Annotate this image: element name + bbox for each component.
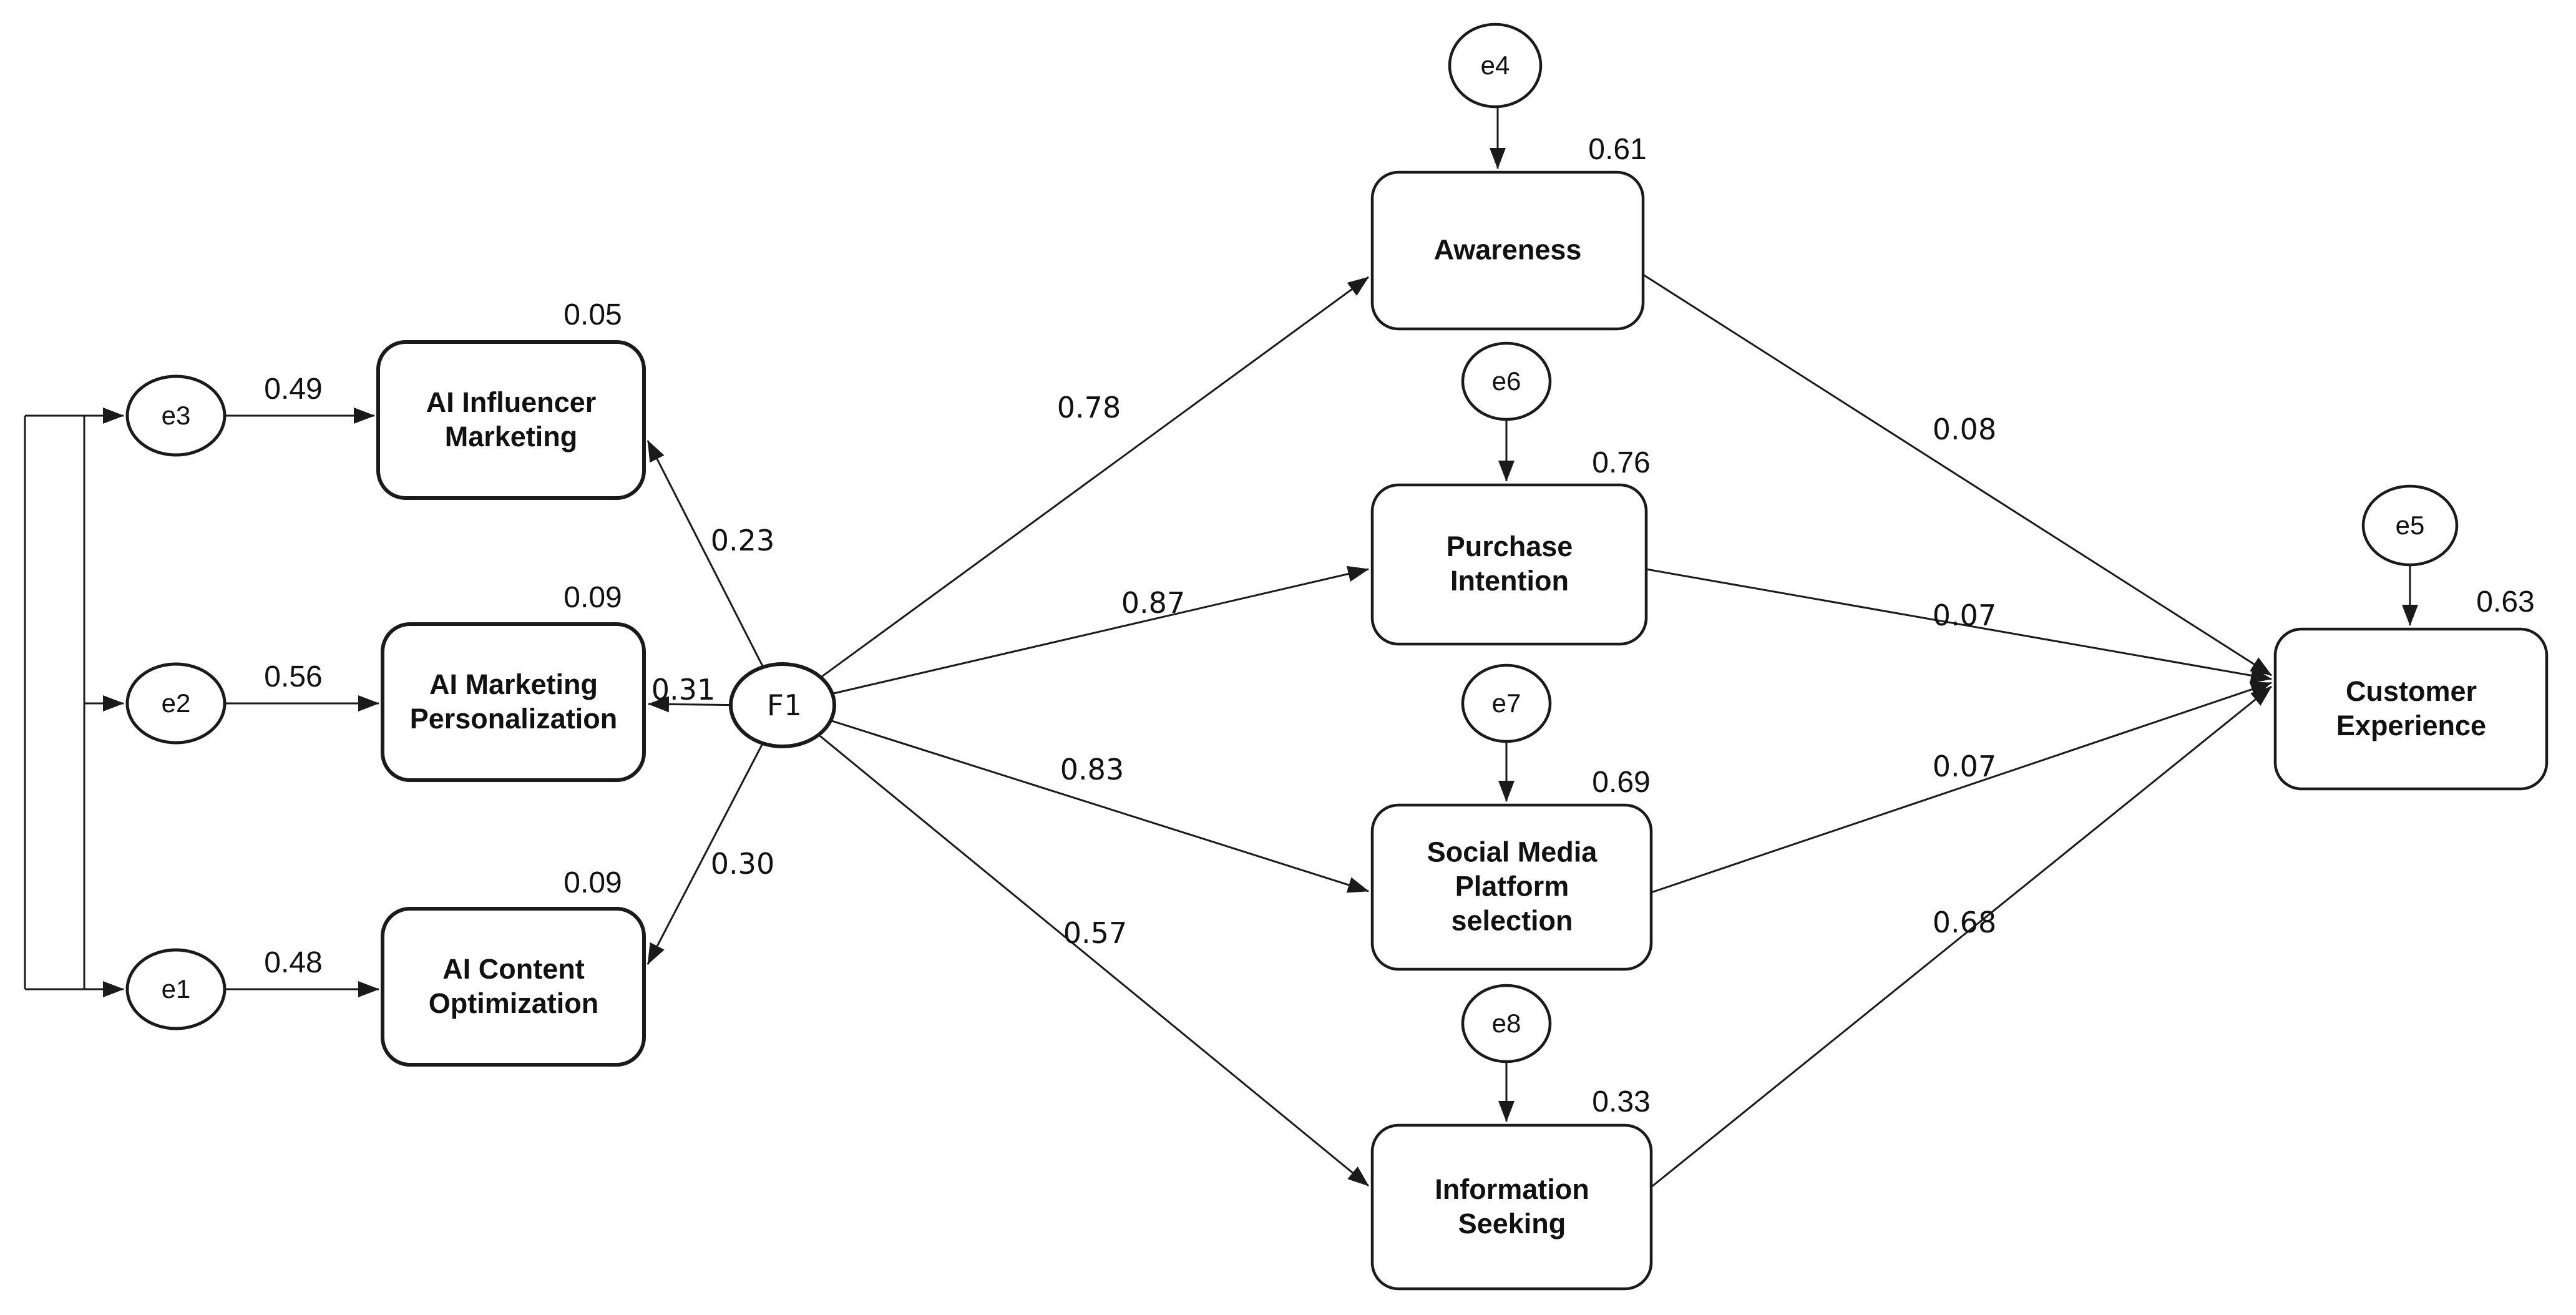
value-ai-influencer-marketing: 0.05 [564,298,622,331]
edge-purchase-intention-to-customer-experience [1646,568,2272,684]
node-e1-circle [125,948,227,1030]
node-label-ai-content-optimization: AI Content Optimization [428,953,599,1019]
edge-f1-to-information-seeking [782,704,1369,1187]
path-coefficient-f1-ai-influencer-marketing: 0.23 [710,524,775,557]
node-ai-marketing-personalization-box [381,622,646,782]
edge-f1-to-social-media-platform-selection [782,704,1369,893]
node-label-e3: e3 [161,401,191,430]
node-e3-circle [125,374,227,457]
value-customer-experience: 0.63 [2476,585,2535,618]
path-coefficient-e3-ai-influencer-marketing: 0.49 [264,373,323,406]
path-coefficient-e2-ai-marketing-personalization: 0.56 [264,660,323,693]
node-purchase-intention-box [1370,483,1648,646]
node-awareness-box [1370,170,1645,331]
node-label-customer-experience: Customer Experience [2336,675,2487,741]
value-purchase-intention: 0.76 [1592,446,1651,479]
node-label-e2: e2 [161,688,191,718]
path-coefficient-f1-ai-marketing-personalization: 0.31 [651,673,716,706]
node-social-media-platform-selection-box [1370,803,1653,971]
edge-social-media-platform-selection-to-customer-experience [1651,682,2272,894]
node-e7-circle [1461,663,1552,743]
node-label-awareness: Awareness [1433,233,1582,266]
path-coefficient-awareness-customer-experience: 0.08 [1932,413,1997,446]
node-label-information-seeking: Information Seeking [1435,1173,1589,1239]
edge-f1-to-purchase-intention [782,565,1369,706]
node-label-e1: e1 [161,974,191,1004]
value-ai-marketing-personalization: 0.09 [564,581,622,614]
node-e8-circle [1461,984,1552,1063]
path-coefficient-f1-purchase-intention: 0.87 [1121,586,1186,620]
edge-f1-to-awareness [782,276,1369,706]
path-coefficient-information-seeking-customer-experience: 0.68 [1932,906,1997,939]
node-customer-experience-box [2273,627,2549,791]
node-label-f1: F1 [766,688,801,722]
node-label-social-media-platform-selection: Social Media Platform selection [1427,836,1598,937]
node-label-ai-influencer-marketing: AI Influencer Marketing [426,386,597,452]
edge-f1-to-ai-influencer-marketing [646,440,784,706]
value-information-seeking: 0.33 [1592,1085,1651,1118]
node-information-seeking-box [1370,1123,1653,1291]
path-coefficient-e1-ai-content-optimization: 0.48 [264,946,323,979]
node-label-ai-marketing-personalization: AI Marketing Personalization [409,668,618,735]
edge-information-seeking-to-customer-experience [1651,685,2272,1188]
value-awareness: 0.61 [1588,133,1647,166]
node-f1-ellipse [729,662,836,748]
node-label-e7: e7 [1491,688,1521,718]
node-label-purchase-intention: Purchase Intention [1446,530,1573,597]
node-ai-content-optimization-box [381,907,646,1067]
value-ai-content-optimization: 0.09 [564,866,622,899]
value-social-media-platform-selection: 0.69 [1592,766,1651,799]
node-e4-circle [1448,22,1543,109]
path-coefficient-f1-information-seeking: 0.57 [1063,916,1128,950]
path-coefficient-purchase-intention-customer-experience: 0.07 [1932,599,1997,632]
path-coefficient-social-media-platform-selection-customer-experience: 0.07 [1932,750,1997,783]
node-ai-influencer-marketing-box [376,340,646,500]
node-e2-circle [125,662,227,745]
edge-awareness-to-customer-experience [1642,273,2272,677]
edge-f1-to-ai-content-optimization [646,705,784,965]
node-e6-circle [1461,341,1552,421]
node-label-e4: e4 [1480,51,1510,80]
node-label-e5: e5 [2395,511,2425,540]
node-e5-circle [2361,484,2459,567]
path-coefficient-f1-awareness: 0.78 [1056,391,1121,424]
node-label-e8: e8 [1491,1009,1521,1038]
node-label-e6: e6 [1491,366,1521,396]
path-coefficient-f1-social-media-platform-selection: 0.83 [1060,753,1125,786]
path-coefficient-f1-ai-content-optimization: 0.30 [710,847,775,881]
